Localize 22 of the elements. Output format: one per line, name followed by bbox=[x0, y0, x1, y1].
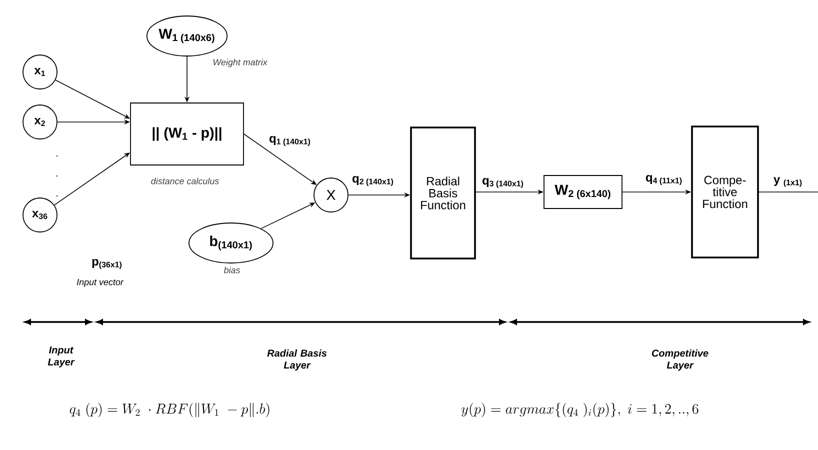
edge-label: q$_{4 (11x1)}$ bbox=[644, 174, 684, 186]
function-box: Radial Basis Function bbox=[410, 126, 476, 260]
process-box: W$_{2 (6x140)}$ bbox=[544, 175, 622, 209]
edge-label: q$_{2 (140x1)}$ bbox=[351, 175, 395, 187]
dot: . bbox=[56, 195, 58, 197]
vector-caption: Input vector bbox=[76, 278, 124, 287]
dot: . bbox=[56, 155, 58, 157]
dot: . bbox=[56, 175, 58, 177]
node-caption: Weight matrix bbox=[213, 58, 268, 68]
formula: $q_4\ (p) = W_2\ \cdot RBF\big(\| W_1\ - p\| . b\big)$ bbox=[70, 402, 270, 418]
edge-label: y $_{(1x1)}$ bbox=[772, 176, 804, 188]
node-caption: bias bbox=[224, 266, 240, 274]
vector-label: p$_{(36x1)}$ bbox=[92, 259, 122, 269]
layer-label: Competitive Layer bbox=[652, 349, 708, 371]
layer-label: Radial Basis Layer bbox=[267, 349, 327, 371]
node-caption: distance calculus bbox=[151, 178, 219, 184]
process-box: || (W$_{1}$ - p)|| bbox=[130, 102, 244, 166]
formula: $y(p) = argmax\big\{(q_4\ )_i(p)\big\},\ i = 1,2,..,6$ bbox=[462, 402, 698, 418]
function-box: Compe- titive Function bbox=[691, 126, 759, 258]
edge-label: q$_{1 (140x1)}$ bbox=[268, 135, 312, 147]
edge-label: q$_{3 (140x1)}$ bbox=[481, 177, 525, 189]
layer-label: Input Layer bbox=[48, 346, 75, 368]
